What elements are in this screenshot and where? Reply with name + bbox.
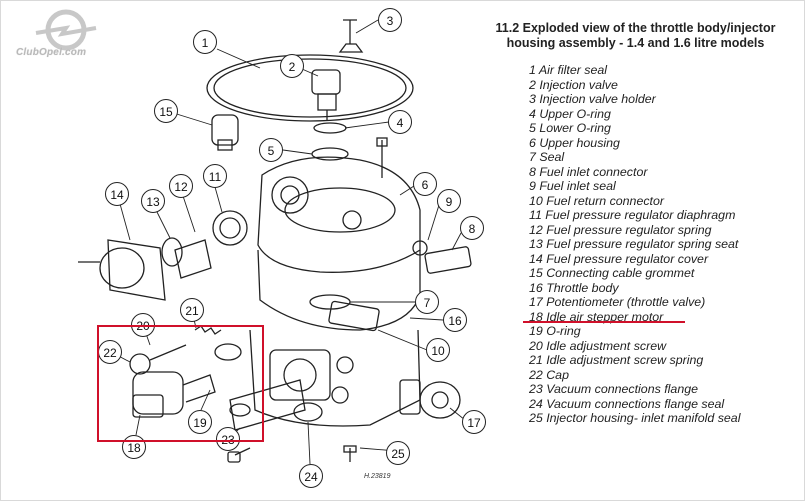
drawing-reference: H.23819: [364, 473, 391, 480]
callout-23: 23: [216, 427, 240, 451]
callout-12: 12: [169, 174, 193, 198]
parts-list-item: 4 Upper O-ring: [529, 106, 611, 121]
callout-25: 25: [386, 441, 410, 465]
parts-list: 1 Air filter seal 2 Injection valve 3 In…: [529, 63, 740, 426]
highlight-underline-item-18: [523, 321, 685, 323]
parts-list-item: 1 Air filter seal: [529, 63, 608, 77]
parts-list-item: 11 Fuel pressure regulator diaphragm: [529, 208, 736, 222]
parts-list-item: 6 Upper housing: [529, 135, 620, 150]
parts-list-item: 19 O-ring: [529, 324, 581, 338]
callout-10: 10: [426, 338, 450, 362]
parts-list-item: 22 Cap: [529, 367, 569, 382]
parts-list-item: 24 Vacuum connections flange seal: [529, 396, 725, 411]
parts-list-item: 3 Injection valve holder: [529, 92, 656, 106]
parts-list-item: 21 Idle adjustment screw spring: [529, 353, 704, 367]
callout-14: 14: [105, 182, 129, 206]
parts-list-item: 12 Fuel pressure regulator spring: [529, 222, 712, 237]
callout-2: 2: [280, 54, 304, 78]
callout-18: 18: [122, 435, 146, 459]
callout-1: 1: [193, 30, 217, 54]
callout-21: 21: [180, 298, 204, 322]
parts-list-item: 5 Lower O-ring: [529, 121, 611, 135]
callout-7: 7: [415, 290, 439, 314]
callout-15: 15: [154, 99, 178, 123]
parts-list-item: 2 Injection valve: [529, 77, 618, 92]
parts-list-item: 10 Fuel return connector: [529, 193, 664, 208]
parts-list-item: 8 Fuel inlet connector: [529, 164, 648, 179]
title-line-2: housing assembly - 1.4 and 1.6 litre mod…: [506, 36, 765, 50]
callout-3: 3: [378, 8, 402, 32]
parts-list-item: 14 Fuel pressure regulator cover: [529, 251, 709, 266]
parts-list-item-highlighted: 18 Idle air stepper motor: [529, 309, 664, 324]
callout-9: 9: [437, 189, 461, 213]
parts-list-item: 23 Vacuum connections flange: [529, 382, 698, 396]
callout-19: 19: [188, 410, 212, 434]
callout-4: 4: [388, 110, 412, 134]
callout-6: 6: [413, 172, 437, 196]
callout-5: 5: [259, 138, 283, 162]
callout-24: 24: [299, 464, 323, 488]
parts-list-item: 15 Connecting cable grommet: [529, 266, 695, 280]
parts-list-item: 25 Injector housing- inlet manifold seal: [529, 411, 741, 425]
figure-title: 11.2 Exploded view of the throttle body/…: [478, 21, 793, 51]
title-line-1: 11.2 Exploded view of the throttle body/…: [495, 21, 776, 35]
parts-list-item: 17 Potentiometer (throttle valve): [529, 295, 706, 309]
logo-text: ClubOpel.com: [16, 47, 87, 58]
callout-8: 8: [460, 216, 484, 240]
callout-11: 11: [203, 164, 227, 188]
parts-list-item: 13 Fuel pressure regulator spring seat: [529, 237, 739, 251]
parts-list-item: 9 Fuel inlet seal: [529, 179, 616, 193]
opel-lightning-logo: [35, 9, 97, 51]
callout-13: 13: [141, 189, 165, 213]
parts-list-item: 7 Seal: [529, 150, 565, 164]
callout-17: 17: [462, 410, 486, 434]
highlight-box-stepper-motor: [97, 325, 264, 442]
callout-16: 16: [443, 308, 467, 332]
parts-list-item: 20 Idle adjustment screw: [529, 338, 667, 353]
parts-list-item: 16 Throttle body: [529, 280, 619, 295]
